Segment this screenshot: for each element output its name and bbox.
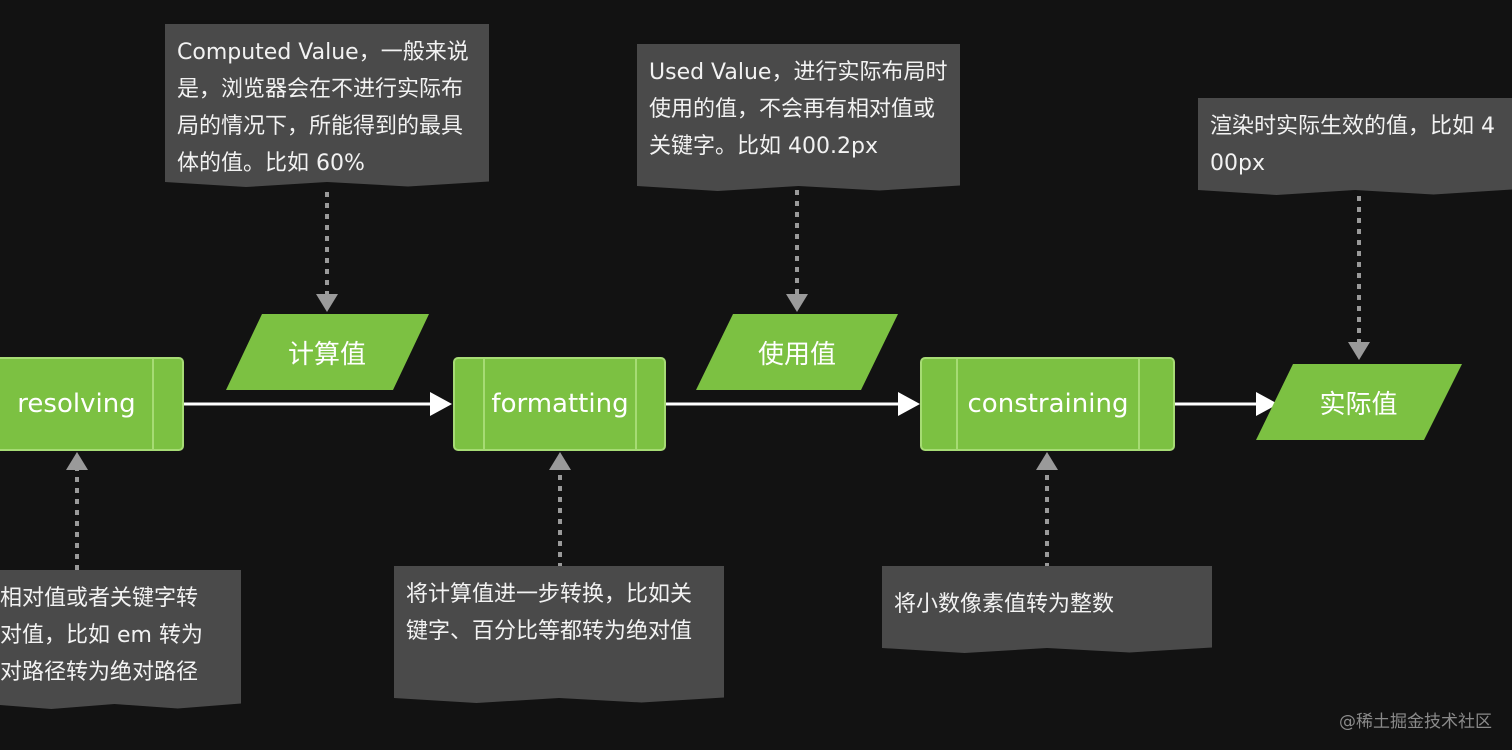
dotted-head-used: [786, 294, 808, 312]
dotted-head-formatting: [549, 452, 571, 470]
note-used: Used Value，进行实际布局时使用的值，不会再有相对值或关键字。比如 40…: [637, 44, 960, 184]
watermark-text: @稀土掘金技术社区: [1339, 712, 1492, 732]
note-formatting: 将计算值进一步转换，比如关键字、百分比等都转为绝对值: [394, 566, 724, 696]
value-actual-shape: [1256, 364, 1462, 440]
value-computed-shape: [226, 314, 429, 390]
process-constraining: [920, 357, 1175, 451]
note-computed: Computed Value，一般来说是，浏览器会在不进行实际布局的情况下，所能…: [165, 24, 489, 180]
dotted-arrowheads: [66, 294, 1370, 470]
note-resolving: 相对值或者关键字转 对值，比如 em 转为 对路径转为绝对路径: [0, 570, 241, 702]
dotted-head-resolving: [66, 452, 88, 470]
dotted-head-constraining: [1036, 452, 1058, 470]
note-actual: 渲染时实际生效的值，比如 400px: [1198, 98, 1512, 188]
process-formatting: [453, 357, 666, 451]
dotted-head-actual: [1348, 342, 1370, 360]
arrowhead-constraining: [898, 392, 920, 416]
arrowhead-actual: [1256, 392, 1278, 416]
arrowhead-formatting: [430, 392, 452, 416]
dotted-head-computed: [316, 294, 338, 312]
process-resolving: [0, 357, 184, 451]
dotted-connectors: [75, 190, 1361, 570]
flow-arrows: [184, 392, 1278, 416]
note-constraining: 将小数像素值转为整数: [882, 566, 1212, 646]
value-used-shape: [696, 314, 898, 390]
